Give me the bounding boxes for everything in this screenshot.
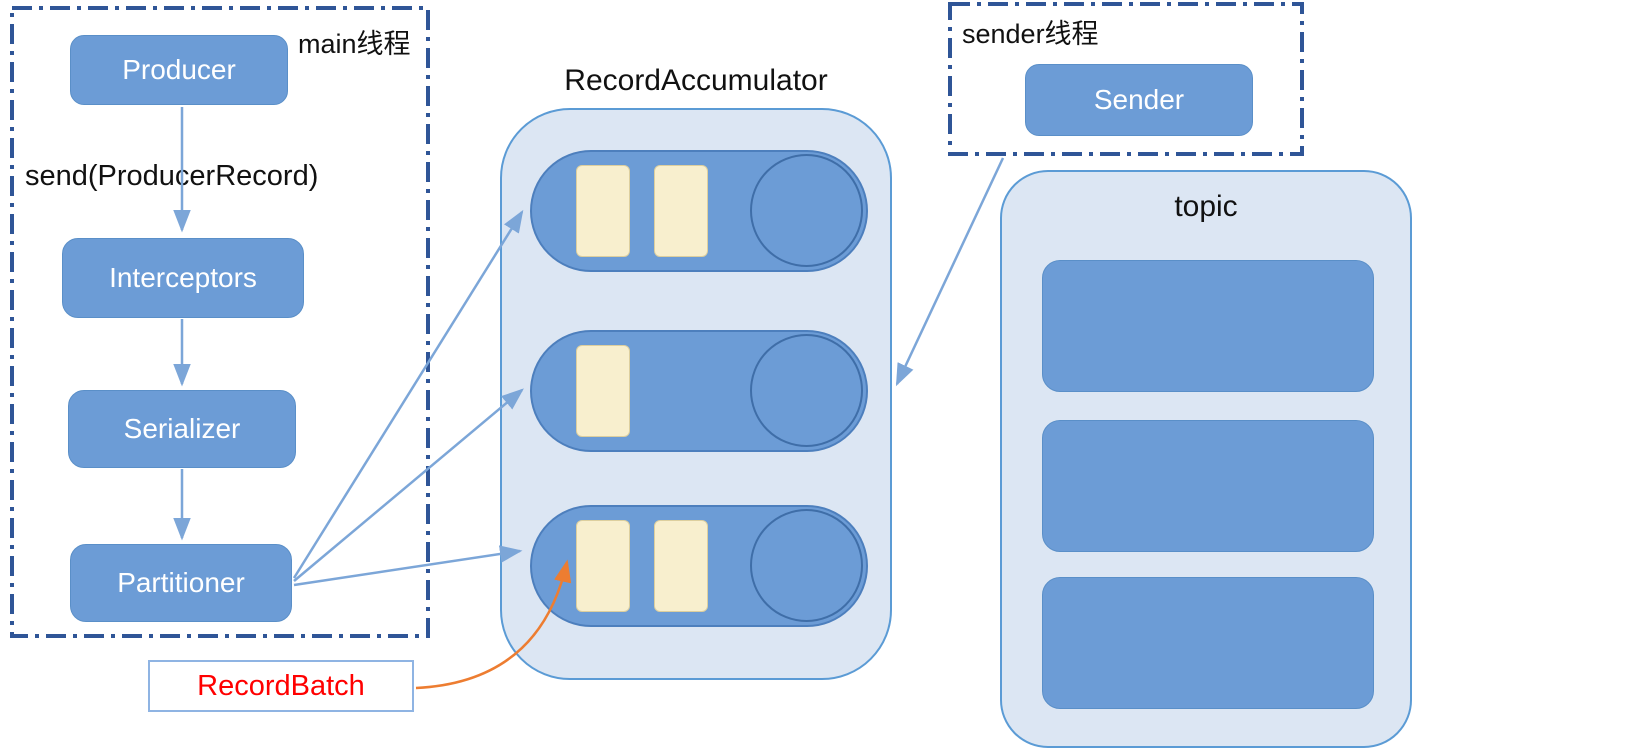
topic-partition-3 [1042, 577, 1374, 709]
queue-cylinder-cap [750, 154, 863, 267]
topic-container: topic [1000, 170, 1412, 748]
topic-label: topic [1174, 190, 1238, 223]
sender-thread-label: sender线程 [962, 19, 1099, 49]
send-producerrecord-label: send(ProducerRecord) [25, 160, 319, 192]
record-queue-1 [530, 150, 868, 272]
arrow-partitioner-to-queue1 [292, 209, 524, 579]
record-batch-label: RecordBatch [197, 669, 365, 702]
arrow-partitioner-to-queue2 [293, 388, 524, 582]
record-queue-3 [530, 505, 868, 627]
record-accumulator-title: RecordAccumulator [564, 64, 828, 97]
record-batch-shape [654, 165, 708, 257]
sender-node: Sender [1025, 64, 1253, 136]
topic-partition-2 [1042, 420, 1374, 552]
producer-node: Producer [70, 35, 288, 105]
arrow-partitioner-to-queue3 [293, 545, 523, 587]
record-accumulator-container [500, 108, 892, 680]
queue-cylinder-cap [750, 334, 863, 447]
arrow-sender-to-accumulator [895, 157, 1005, 387]
record-queue-2 [530, 330, 868, 452]
interceptors-node: Interceptors [62, 238, 304, 318]
record-batch-shape [576, 520, 630, 612]
record-batch-shape [576, 165, 630, 257]
partitioner-node: Partitioner [70, 544, 292, 622]
queue-cylinder-cap [750, 509, 863, 622]
serializer-node: Serializer [68, 390, 296, 468]
main-thread-label: main线程 [298, 29, 411, 59]
record-batch-shape [576, 345, 630, 437]
topic-partition-1 [1042, 260, 1374, 392]
record-batch-callout: RecordBatch [148, 660, 414, 712]
record-batch-shape [654, 520, 708, 612]
